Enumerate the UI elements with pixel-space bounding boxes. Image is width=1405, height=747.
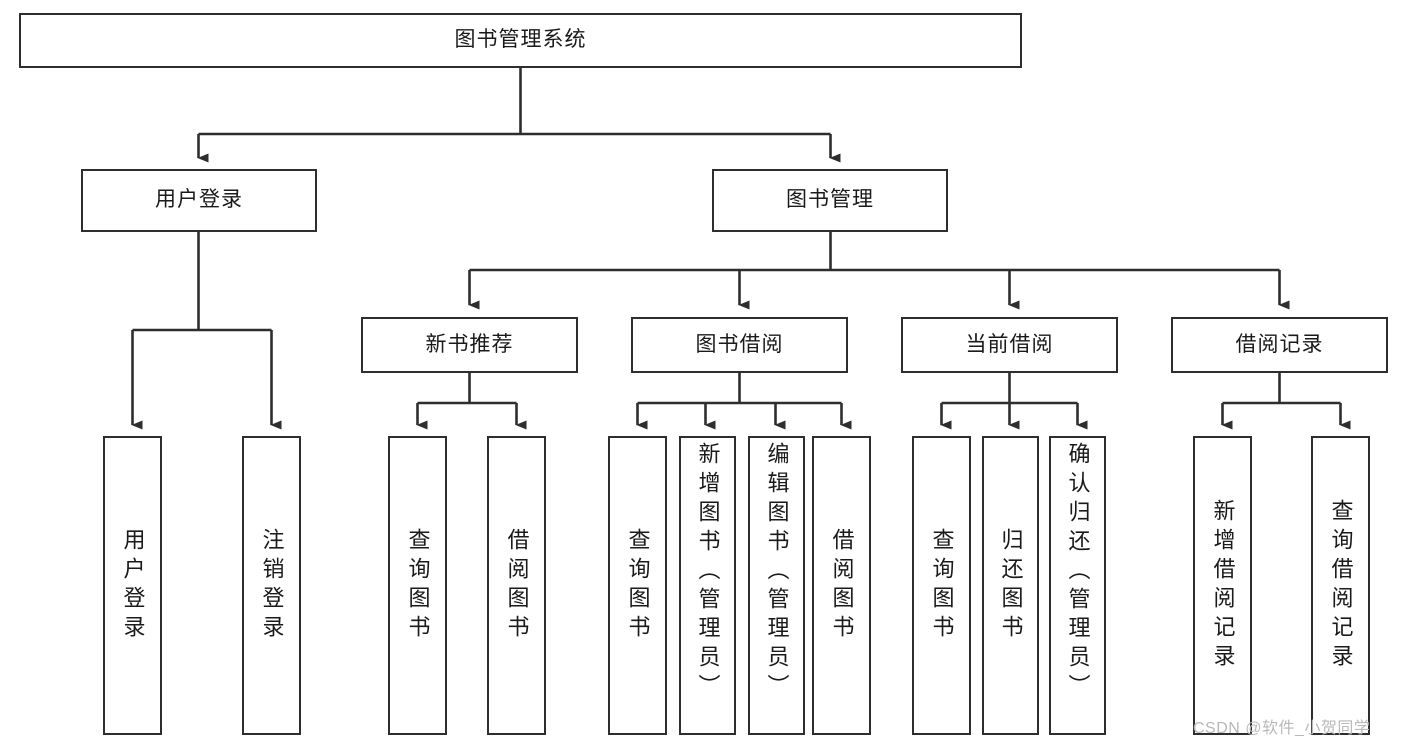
node-book-manage-label: 图书管理 [786, 188, 874, 212]
leaf-user-login[interactable]: 用户登录 [103, 436, 162, 735]
leaf-confirm-return[interactable]: 确认归还（管理员） [1049, 436, 1106, 735]
leaf-edit-book-label: 编辑图书（管理员） [764, 442, 790, 703]
leaf-edit-book[interactable]: 编辑图书（管理员） [748, 436, 805, 735]
node-borrow-record-label: 借阅记录 [1235, 332, 1324, 356]
leaf-logout-login[interactable]: 注销登录 [242, 436, 301, 735]
node-root-label: 图书管理系统 [454, 28, 587, 52]
leaf-add-record[interactable]: 新增借阅记录 [1193, 436, 1252, 735]
node-book-borrow[interactable]: 图书借阅 [631, 317, 848, 373]
leaf-logout-login-label: 注销登录 [259, 527, 285, 644]
leaf-return-book[interactable]: 归还图书 [982, 436, 1039, 735]
leaf-query-record-label: 查询借阅记录 [1328, 498, 1354, 673]
node-root[interactable]: 图书管理系统 [19, 13, 1022, 68]
leaf-query-book-1[interactable]: 查询图书 [388, 436, 447, 735]
node-new-book-recommend[interactable]: 新书推荐 [361, 317, 578, 373]
leaf-add-book[interactable]: 新增图书（管理员） [679, 436, 736, 735]
node-book-borrow-label: 图书借阅 [695, 332, 784, 356]
node-book-manage[interactable]: 图书管理 [712, 169, 948, 232]
leaf-borrow-book-1-label: 借阅图书 [504, 527, 530, 644]
leaf-borrow-book-1[interactable]: 借阅图书 [487, 436, 546, 735]
leaf-confirm-return-label: 确认归还（管理员） [1065, 442, 1091, 703]
leaf-borrow-book-2-label: 借阅图书 [829, 527, 855, 644]
leaf-query-book-3[interactable]: 查询图书 [912, 436, 971, 735]
node-user-login-label: 用户登录 [155, 188, 243, 212]
leaf-query-book-1-label: 查询图书 [405, 527, 431, 644]
node-current-borrow[interactable]: 当前借阅 [901, 317, 1118, 373]
node-user-login[interactable]: 用户登录 [81, 169, 317, 232]
leaf-query-book-3-label: 查询图书 [929, 527, 955, 644]
leaf-query-record[interactable]: 查询借阅记录 [1311, 436, 1370, 735]
leaf-return-book-label: 归还图书 [998, 527, 1024, 644]
leaf-add-record-label: 新增借阅记录 [1210, 498, 1236, 673]
node-borrow-record[interactable]: 借阅记录 [1171, 317, 1388, 373]
node-new-book-recommend-label: 新书推荐 [425, 332, 514, 356]
node-current-borrow-label: 当前借阅 [965, 332, 1054, 356]
csdn-watermark: CSDN @软件_小贺同学 [1193, 720, 1371, 737]
leaf-query-book-2[interactable]: 查询图书 [608, 436, 667, 735]
leaf-user-login-label: 用户登录 [120, 527, 146, 644]
leaf-add-book-label: 新增图书（管理员） [695, 442, 721, 703]
leaf-query-book-2-label: 查询图书 [625, 527, 651, 644]
leaf-borrow-book-2[interactable]: 借阅图书 [812, 436, 871, 735]
